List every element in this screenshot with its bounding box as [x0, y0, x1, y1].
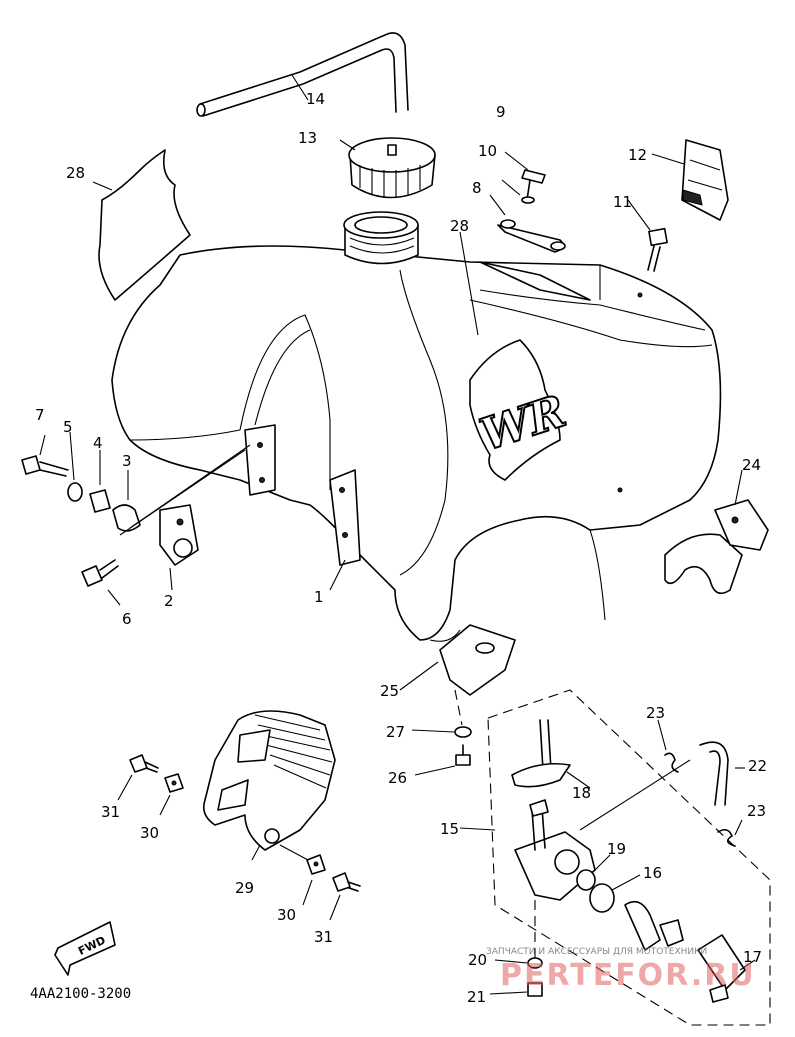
part-14-breather-hose — [196, 32, 409, 117]
label-8: 8 — [472, 179, 482, 197]
watermark-tagline: ЗАПЧАСТИ И АКСЕССУАРЫ ДЛЯ МОТОТЕХНИКИ — [486, 947, 707, 957]
label-10: 10 — [478, 142, 497, 160]
label-30b: 30 — [277, 906, 296, 924]
label-26: 26 — [388, 769, 407, 787]
label-15: 15 — [440, 820, 459, 838]
label-5: 5 — [63, 418, 73, 436]
parts-26-27-screw-washer — [411, 726, 472, 776]
label-18: 18 — [572, 784, 591, 802]
label-27: 27 — [386, 723, 405, 741]
label-30a: 30 — [140, 824, 159, 842]
label-20: 20 — [468, 951, 487, 969]
label-6: 6 — [122, 610, 132, 628]
label-2: 2 — [164, 592, 174, 610]
label-31b: 31 — [314, 928, 333, 946]
label-19: 19 — [607, 840, 626, 858]
part-28-wr-emblem: WR — [459, 231, 573, 481]
label-12: 12 — [628, 146, 647, 164]
label-7: 7 — [35, 406, 45, 424]
part-11-bolt — [627, 199, 668, 272]
part-25-plate — [399, 624, 516, 726]
label-9: 9 — [496, 103, 506, 121]
part-24-rubber-mount — [664, 469, 769, 595]
label-25: 25 — [380, 682, 399, 700]
label-23a: 23 — [646, 704, 665, 722]
label-14: 14 — [306, 90, 325, 108]
label-16: 16 — [643, 864, 662, 882]
part-1-fuel-tank — [111, 211, 722, 642]
watermark: ЗАПЧАСТИ И АКСЕССУАРЫ ДЛЯ МОТОТЕХНИКИ PE… — [486, 947, 756, 993]
label-29: 29 — [235, 879, 254, 897]
watermark-brand: PERTEFOR.RU — [500, 958, 756, 993]
label-31a: 31 — [101, 803, 120, 821]
label-22: 22 — [748, 757, 767, 775]
label-23b: 23 — [747, 802, 766, 820]
label-13: 13 — [298, 129, 317, 147]
label-1: 1 — [314, 588, 324, 606]
part-28-graphic-sheet — [92, 149, 191, 301]
label-28b: 28 — [450, 217, 469, 235]
part-13-fuel-cap — [339, 137, 436, 199]
label-11: 11 — [613, 193, 632, 211]
label-21: 21 — [467, 988, 486, 1006]
part-29-cushion — [202, 710, 336, 861]
label-17: 17 — [743, 948, 762, 966]
label-3: 3 — [122, 452, 132, 470]
fwd-arrow: FWD — [54, 921, 116, 976]
part-15-fuel-cock-assembly — [459, 689, 771, 1026]
label-4: 4 — [93, 434, 103, 452]
label-28a: 28 — [66, 164, 85, 182]
parts-30-31-hardware — [117, 754, 361, 921]
part-code: 4AA2100-3200 — [30, 986, 131, 1002]
label-24: 24 — [742, 456, 761, 474]
part-8-9-10-bracket — [479, 151, 591, 301]
callout-labels: 1 2 3 4 5 6 7 8 9 10 11 12 13 14 15 16 1… — [35, 90, 767, 1006]
parts-2-7-mount-hardware — [21, 431, 251, 606]
part-12-damper — [651, 139, 729, 221]
